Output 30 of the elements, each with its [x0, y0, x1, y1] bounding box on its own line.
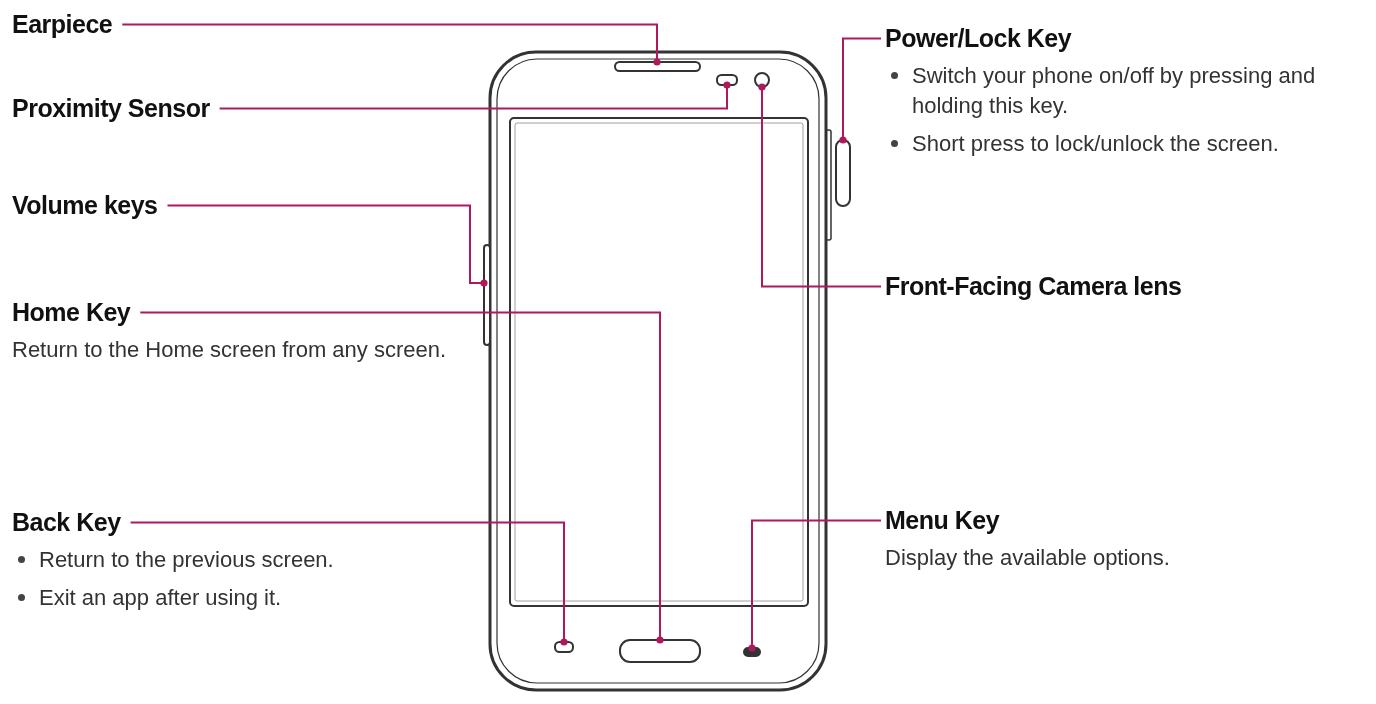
- camera-lens: [754, 72, 770, 88]
- leader-line: [218, 81, 731, 110]
- part-heading: Front-Facing Camera lens: [885, 272, 1182, 301]
- part-heading: Power/Lock Key: [885, 24, 1072, 53]
- leader-line: [166, 204, 488, 287]
- part-heading: Volume keys: [12, 191, 158, 220]
- volume-key: [483, 244, 491, 346]
- leader-line: [758, 83, 882, 288]
- back-key-icon: [554, 641, 574, 653]
- description-text: Return to the previous screen.: [39, 546, 334, 574]
- leader-line: [129, 521, 568, 646]
- leader-line: [121, 23, 661, 66]
- leader-line: [748, 519, 882, 652]
- leader-line: [839, 37, 882, 144]
- leader-line: [139, 311, 664, 644]
- earpiece-slot: [614, 61, 701, 72]
- part-heading: Back Key: [12, 508, 121, 537]
- description-text: Switch your phone on/off by pressing and holding this key.: [912, 62, 1317, 120]
- proximity-sensor: [716, 74, 738, 86]
- description-text: Short press to lock/unlock the screen.: [912, 130, 1279, 158]
- home-key: [619, 639, 701, 663]
- part-heading: Proximity Sensor: [12, 94, 210, 123]
- part-heading: Home Key: [12, 298, 131, 327]
- part-heading: Earpiece: [12, 10, 113, 39]
- power-key: [835, 139, 851, 207]
- menu-key-icon: [743, 647, 761, 657]
- description-text: Exit an app after using it.: [39, 584, 282, 612]
- part-heading: Menu Key: [885, 506, 1000, 535]
- description-text: Display the available options.: [885, 544, 1171, 572]
- description-text: Return to the Home screen from any screen.: [12, 336, 448, 364]
